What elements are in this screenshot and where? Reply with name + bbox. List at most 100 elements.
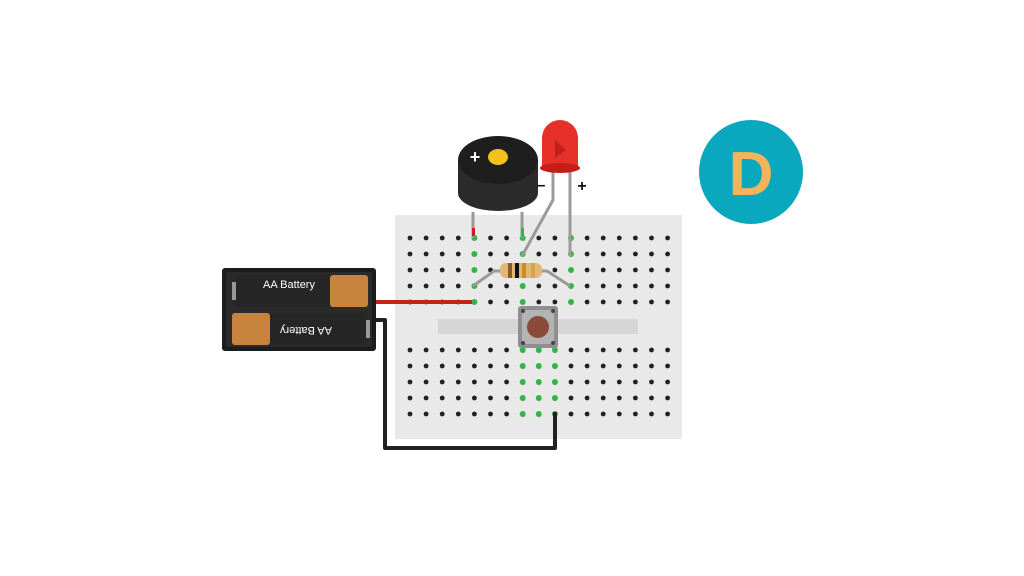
breadboard-hole <box>455 235 461 241</box>
breadboard-hole <box>423 347 429 353</box>
breadboard-hole <box>488 347 493 353</box>
breadboard-hole <box>471 299 478 305</box>
breadboard-hole <box>488 411 493 417</box>
breadboard-hole <box>423 235 429 241</box>
breadboard-hole <box>600 283 606 289</box>
battery-cell-label: AA Battery <box>280 324 332 336</box>
breadboard-hole <box>584 251 590 257</box>
breadboard-hole <box>439 395 445 401</box>
breadboard-hole <box>568 363 574 369</box>
breadboard-hole <box>439 267 445 273</box>
breadboard-hole <box>439 251 445 257</box>
breadboard-hole <box>504 395 509 401</box>
breadboard-hole <box>504 379 509 385</box>
breadboard-hole <box>551 347 558 353</box>
breadboard-hole <box>649 235 654 241</box>
breadboard-hole <box>407 395 413 401</box>
breadboard-hole <box>471 251 478 257</box>
breadboard-hole <box>519 283 526 289</box>
breadboard-hole <box>584 363 590 369</box>
breadboard-hole <box>568 411 574 417</box>
resistor-band <box>531 263 535 278</box>
badge-letter: D <box>729 140 774 209</box>
resistor <box>472 263 571 288</box>
breadboard-hole <box>504 299 509 305</box>
breadboard-hole <box>600 379 606 385</box>
breadboard-hole <box>536 299 542 305</box>
breadboard-hole <box>455 283 461 289</box>
breadboard-hole <box>455 251 461 257</box>
breadboard-hole <box>423 379 429 385</box>
breadboard-hole <box>472 411 477 417</box>
breadboard-hole <box>633 251 638 257</box>
breadboard-hole <box>551 395 558 401</box>
breadboard-hole <box>455 363 461 369</box>
breadboard-hole <box>407 251 413 257</box>
breadboard-hole <box>504 251 509 257</box>
breadboard-hole <box>423 395 429 401</box>
breadboard-hole <box>633 363 638 369</box>
breadboard-hole <box>616 379 622 385</box>
breadboard-hole <box>472 347 477 353</box>
breadboard-hole <box>600 411 606 417</box>
breadboard-hole <box>616 299 622 305</box>
breadboard-hole <box>519 411 526 417</box>
breadboard-hole <box>616 411 622 417</box>
breadboard-hole <box>584 379 590 385</box>
breadboard-hole <box>455 267 461 273</box>
breadboard-hole <box>665 283 670 289</box>
breadboard-hole <box>633 267 638 273</box>
breadboard-hole <box>488 395 493 401</box>
breadboard-hole <box>633 299 638 305</box>
breadboard-hole <box>552 267 558 273</box>
breadboard-hole <box>665 379 670 385</box>
breadboard-hole <box>488 299 493 305</box>
breadboard-hole <box>649 267 654 273</box>
breadboard-hole <box>519 363 526 369</box>
breadboard-hole <box>488 235 493 241</box>
breadboard-hole <box>407 379 413 385</box>
breadboard-hole <box>665 235 670 241</box>
breadboard-hole <box>600 395 606 401</box>
breadboard-hole <box>407 283 413 289</box>
breadboard-hole <box>535 411 542 417</box>
breadboard-hole <box>423 363 429 369</box>
breadboard-hole <box>633 395 638 401</box>
breadboard-hole <box>423 267 429 273</box>
breadboard-hole <box>584 411 590 417</box>
breadboard-hole <box>439 363 445 369</box>
breadboard-hole <box>633 283 638 289</box>
negative-wire <box>376 318 557 450</box>
breadboard-hole <box>649 411 654 417</box>
breadboard-hole <box>455 347 461 353</box>
breadboard-hole <box>633 379 638 385</box>
breadboard-hole <box>504 411 509 417</box>
push-button-cap <box>527 316 549 338</box>
breadboard-hole <box>649 347 654 353</box>
breadboard-hole <box>665 267 670 273</box>
breadboard-hole <box>633 235 638 241</box>
breadboard-hole <box>616 283 622 289</box>
breadboard-hole <box>535 395 542 401</box>
breadboard-hole <box>584 347 590 353</box>
breadboard-hole <box>536 235 542 241</box>
breadboard-hole <box>423 283 429 289</box>
breadboard-hole <box>423 251 429 257</box>
breadboard-hole <box>535 363 542 369</box>
breadboard-hole <box>552 251 558 257</box>
breadboard-hole <box>616 251 622 257</box>
breadboard-hole <box>407 363 413 369</box>
breadboard-hole <box>504 363 509 369</box>
breadboard-hole <box>472 395 477 401</box>
breadboard-hole <box>616 363 622 369</box>
breadboard-hole <box>649 379 654 385</box>
breadboard-hole <box>616 395 622 401</box>
breadboard-hole <box>649 251 654 257</box>
breadboard-hole <box>616 235 622 241</box>
breadboard-hole <box>407 347 413 353</box>
breadboard-hole <box>600 363 606 369</box>
breadboard-hole <box>649 299 654 305</box>
breadboard-hole <box>407 411 413 417</box>
breadboard-hole <box>568 347 574 353</box>
